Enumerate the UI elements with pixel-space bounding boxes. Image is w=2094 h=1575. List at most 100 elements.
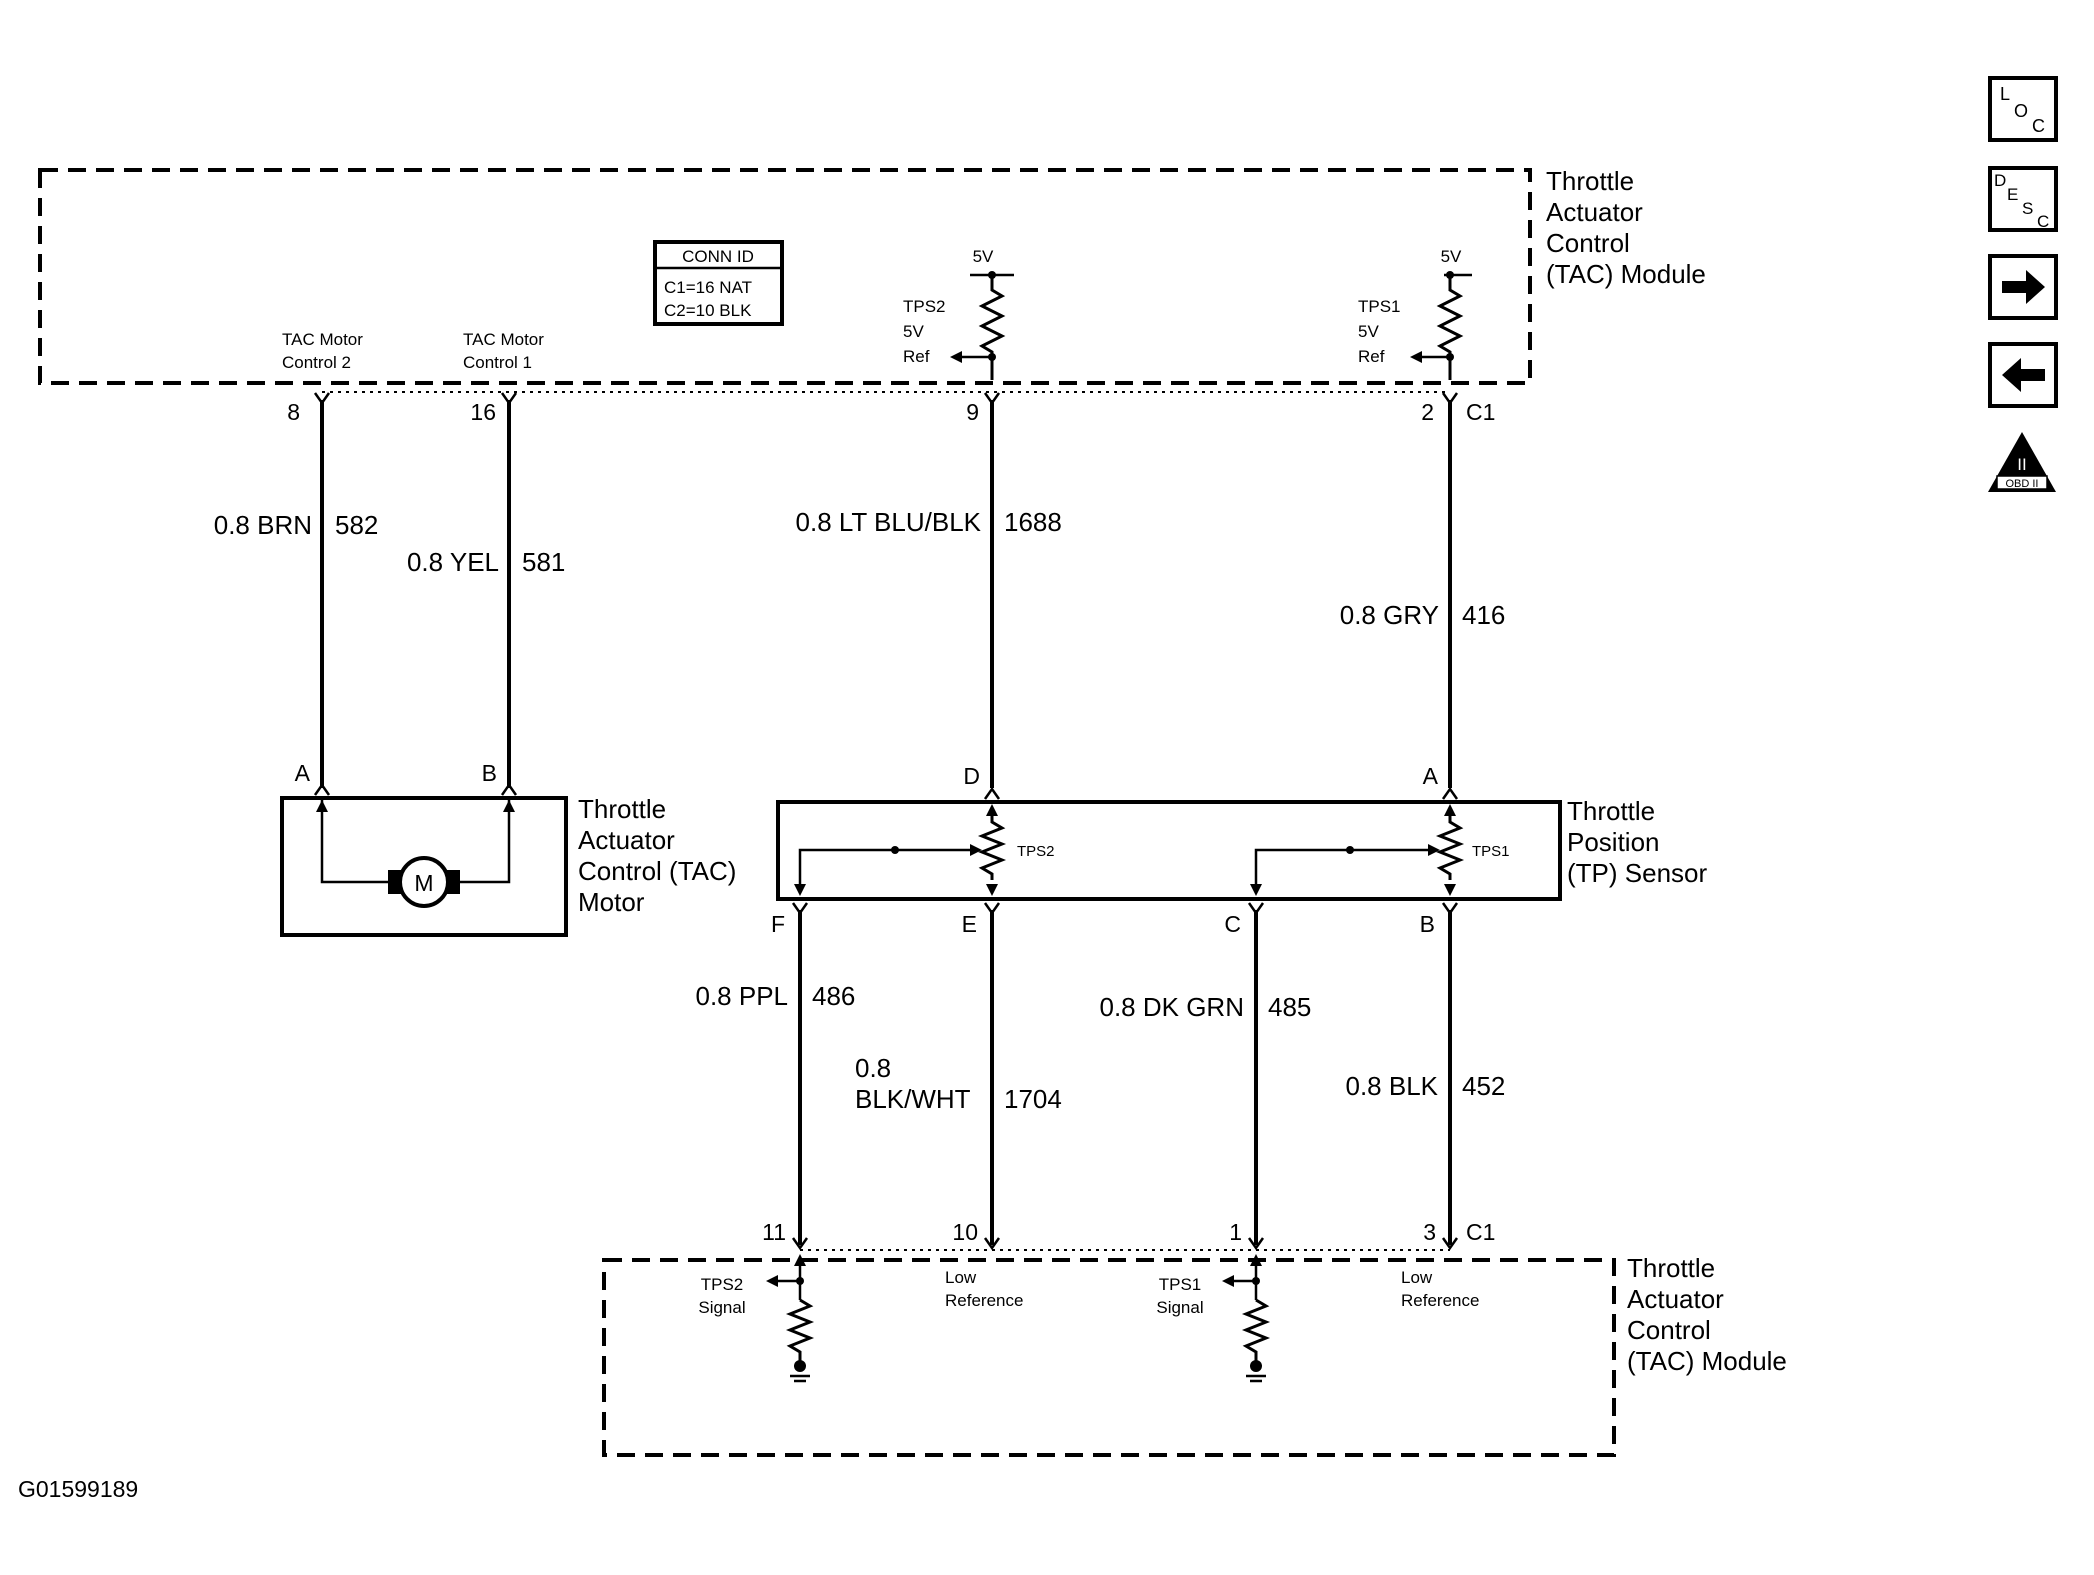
- wire-486-circuit: 486: [812, 981, 855, 1011]
- obd-ii-button[interactable]: II OBD II: [1988, 432, 2056, 492]
- tps1-signal-line-2: Signal: [1156, 1298, 1203, 1317]
- tps1-sensor-label: TPS1: [1472, 843, 1510, 860]
- tps2-sensor-label: TPS2: [1017, 843, 1055, 860]
- conn-id-c1: C1=16 NAT: [664, 278, 752, 297]
- sensor-pin-d: D: [963, 763, 980, 789]
- desc-letter-e: E: [2007, 185, 2018, 204]
- tac-motor-control-1-line-2: Control 1: [463, 353, 532, 372]
- bottom-module-name-line-3: Control: [1627, 1315, 1711, 1345]
- bottom-connector-c1: C1: [1466, 1219, 1495, 1245]
- motor-body-outline: [280, 796, 568, 937]
- loc-letter-c: C: [2032, 116, 2045, 136]
- sensor-name-line-1: Throttle: [1567, 796, 1655, 826]
- wire-581-gauge-color: 0.8 YEL: [407, 547, 499, 577]
- loc-letter-l: L: [2000, 84, 2010, 104]
- tac-motor-control-2-line-1: TAC Motor: [282, 330, 363, 349]
- tps2-signal-arrow-icon: [766, 1275, 778, 1287]
- wire-582-gauge-color: 0.8 BRN: [214, 510, 312, 540]
- obd-ii-numeral: II: [2017, 455, 2026, 474]
- bottom-pin-3: 3: [1423, 1219, 1436, 1245]
- wire-1704-gauge-line-2: BLK/WHT: [855, 1084, 971, 1114]
- top-module-name-line-3: Control: [1546, 228, 1630, 258]
- motor-name-line-4: Motor: [578, 887, 645, 917]
- low-reference-2-line-2: Reference: [1401, 1291, 1479, 1310]
- next-button[interactable]: [1988, 254, 2058, 320]
- wire-1704-gauge-line-1: 0.8: [855, 1053, 891, 1083]
- wire-452-gauge-color: 0.8 BLK: [1345, 1071, 1438, 1101]
- wire-581-circuit: 581: [522, 547, 565, 577]
- desc-letter-c: C: [2037, 212, 2049, 231]
- sensor-pin-f: F: [771, 911, 785, 937]
- tps1-ref-line-2: 5V: [1358, 322, 1379, 341]
- sensor-name-line-2: Position: [1567, 827, 1660, 857]
- sensor-pin-e: E: [962, 911, 977, 937]
- tac-motor-control-1-line-1: TAC Motor: [463, 330, 544, 349]
- arrow-left-icon: [2002, 358, 2045, 392]
- tps2-ref-line-1: TPS2: [903, 297, 946, 316]
- obd-ii-caption: OBD II: [2005, 478, 2038, 490]
- arrow-right-icon: [2002, 270, 2045, 304]
- top-pin-8: 8: [287, 399, 300, 425]
- motor-symbol-icon: [398, 856, 450, 908]
- motor-symbol-letter: M: [414, 870, 433, 896]
- motor-name-line-2: Actuator: [578, 825, 675, 855]
- wire-486-gauge-color: 0.8 PPL: [695, 981, 788, 1011]
- ground-icon: [794, 1360, 806, 1372]
- prev-button[interactable]: [1988, 342, 2058, 408]
- top-module-outline: [38, 168, 1532, 385]
- tps2-signal-circuit: TPS2 Signal: [698, 1254, 815, 1383]
- tps2-ref-arrow-icon: [950, 351, 962, 363]
- tps1-signal-line-1: TPS1: [1159, 1275, 1202, 1294]
- tps2-ref-line-3: Ref: [903, 347, 930, 366]
- desc-letter-s: S: [2022, 199, 2033, 218]
- tps2-ref-line-2: 5V: [903, 322, 924, 341]
- motor-name-line-1: Throttle: [578, 794, 666, 824]
- tps1-supply-label: 5V: [1441, 247, 1462, 266]
- tps1-ref-resistor: [1436, 275, 1464, 380]
- motor-pin-b: B: [482, 760, 497, 786]
- bottom-pin-11: 11: [762, 1219, 786, 1245]
- top-connector-c1: C1: [1466, 399, 1495, 425]
- tps1-ref-line-1: TPS1: [1358, 297, 1401, 316]
- tps2-signal-line-1: TPS2: [701, 1275, 744, 1294]
- tps2-potentiometer: [977, 816, 1007, 880]
- figure-id: G01599189: [18, 1476, 139, 1502]
- low-reference-1-line-2: Reference: [945, 1291, 1023, 1310]
- motor-pin-a: A: [295, 760, 311, 786]
- lower-wires: 0.8 PPL 486 0.8 BLK/WHT 1704 0.8 DK GRN …: [695, 910, 1505, 1245]
- conn-id-box: CONN ID C1=16 NAT C2=10 BLK: [653, 240, 784, 326]
- loc-letter-o: O: [2014, 101, 2028, 121]
- sensor-pin-b: B: [1420, 911, 1435, 937]
- tps2-5v-reference: 5V TPS2 5V Ref: [903, 247, 1014, 380]
- top-module-name-line-2: Actuator: [1546, 197, 1643, 227]
- desc-button[interactable]: D E S C: [1988, 166, 2058, 232]
- sensor-pin-a: A: [1423, 763, 1439, 789]
- tps2-ref-resistor: [978, 275, 1006, 380]
- loc-button[interactable]: L O C: [1988, 76, 2058, 142]
- desc-letter-d: D: [1994, 171, 2006, 190]
- bottom-module-name-line-1: Throttle: [1627, 1253, 1715, 1283]
- tps1-ref-line-3: Ref: [1358, 347, 1385, 366]
- conn-id-c2: C2=10 BLK: [664, 301, 752, 320]
- upper-wires: 0.8 BRN 582 0.8 YEL 581 0.8 LT BLU/BLK 1…: [214, 400, 1505, 788]
- top-pin-16: 16: [470, 399, 496, 425]
- wire-1704-circuit: 1704: [1004, 1084, 1062, 1114]
- bottom-module-name-line-4: (TAC) Module: [1627, 1346, 1787, 1376]
- tac-motor-control-2-line-2: Control 2: [282, 353, 351, 372]
- wire-582-circuit: 582: [335, 510, 378, 540]
- tps1-signal-circuit: TPS1 Signal: [1156, 1254, 1271, 1383]
- bottom-connector-terminals: [791, 1237, 1459, 1251]
- top-pin-9: 9: [966, 399, 979, 425]
- wire-416-circuit: 416: [1462, 600, 1505, 630]
- wire-485-circuit: 485: [1268, 992, 1311, 1022]
- tps2-signal-line-2: Signal: [698, 1298, 745, 1317]
- conn-id-title: CONN ID: [682, 247, 754, 266]
- wire-416-gauge-color: 0.8 GRY: [1340, 600, 1439, 630]
- sensor-pin-c: C: [1224, 911, 1241, 937]
- wire-485-gauge-color: 0.8 DK GRN: [1100, 992, 1245, 1022]
- bottom-pin-1: 1: [1229, 1219, 1242, 1245]
- tps1-ref-arrow-icon: [1410, 351, 1422, 363]
- low-reference-1-line-1: Low: [945, 1268, 977, 1287]
- tp-sensor: D A TPS2 TPS1 Throttle Position (TP) Sen…: [771, 763, 1708, 937]
